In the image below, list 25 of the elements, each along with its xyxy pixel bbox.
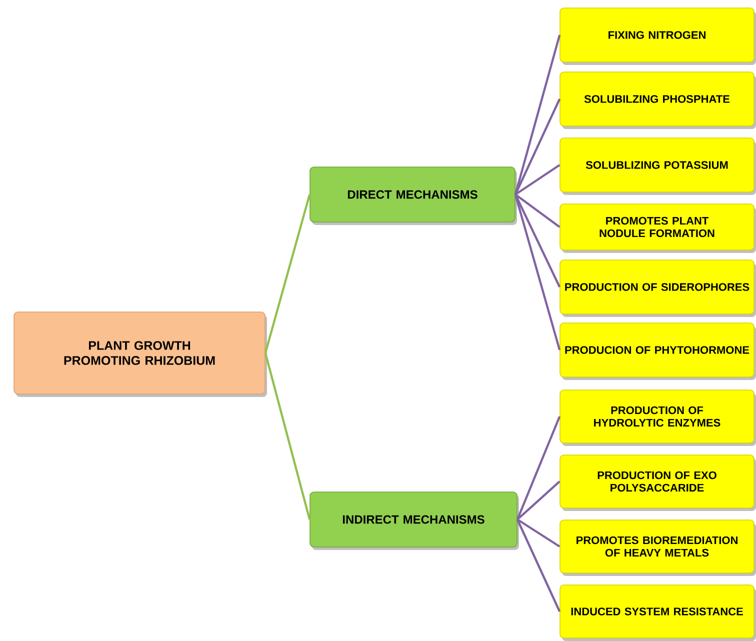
connector-line [516, 518, 560, 548]
mechanism-item-box: FIXING NITROGEN [560, 8, 756, 65]
mechanism-item-box: SOLUBILZING PHOSPHATE [560, 72, 756, 129]
connector-line [514, 194, 560, 228]
root-box: PLANT GROWTH PROMOTING RHIZOBIUM [14, 312, 267, 397]
mechanism-item-box: SOLUBLIZING POTASSIUM [560, 138, 756, 195]
connector-line [514, 164, 560, 196]
connector-line [516, 416, 561, 520]
connector-line [514, 98, 561, 195]
mechanism-item-box: PRODUCTION OF SIDEROPHORES [560, 260, 756, 317]
mechanism-box: INDIRECT MECHANISMS [310, 492, 519, 550]
mechanism-item-box: PRODUCION OF PHYTOHORMONE [560, 322, 756, 380]
connector-line [514, 34, 561, 195]
mechanism-item-box: PROMOTES BIOREMEDIATION OF HEAVY METALS [560, 520, 756, 576]
mechanism-item-box: INDUCED SYSTEM RESISTANCE [560, 584, 756, 641]
connector-line [264, 352, 311, 520]
mechanism-box: DIRECT MECHANISMS [310, 166, 517, 225]
mechanism-item-box: PROMOTES PLANT NODULE FORMATION [560, 204, 756, 253]
connector-line [514, 194, 561, 350]
connector-line [514, 194, 561, 288]
connector-line [516, 519, 561, 612]
mechanism-item-box: PRODUCTION OF HYDROLYTIC ENZYMES [560, 390, 756, 446]
connector-line [516, 480, 560, 520]
mechanism-item-box: PRODUCTION OF EXO POLYSACCARIDE [560, 454, 756, 511]
connector-line [264, 194, 311, 354]
